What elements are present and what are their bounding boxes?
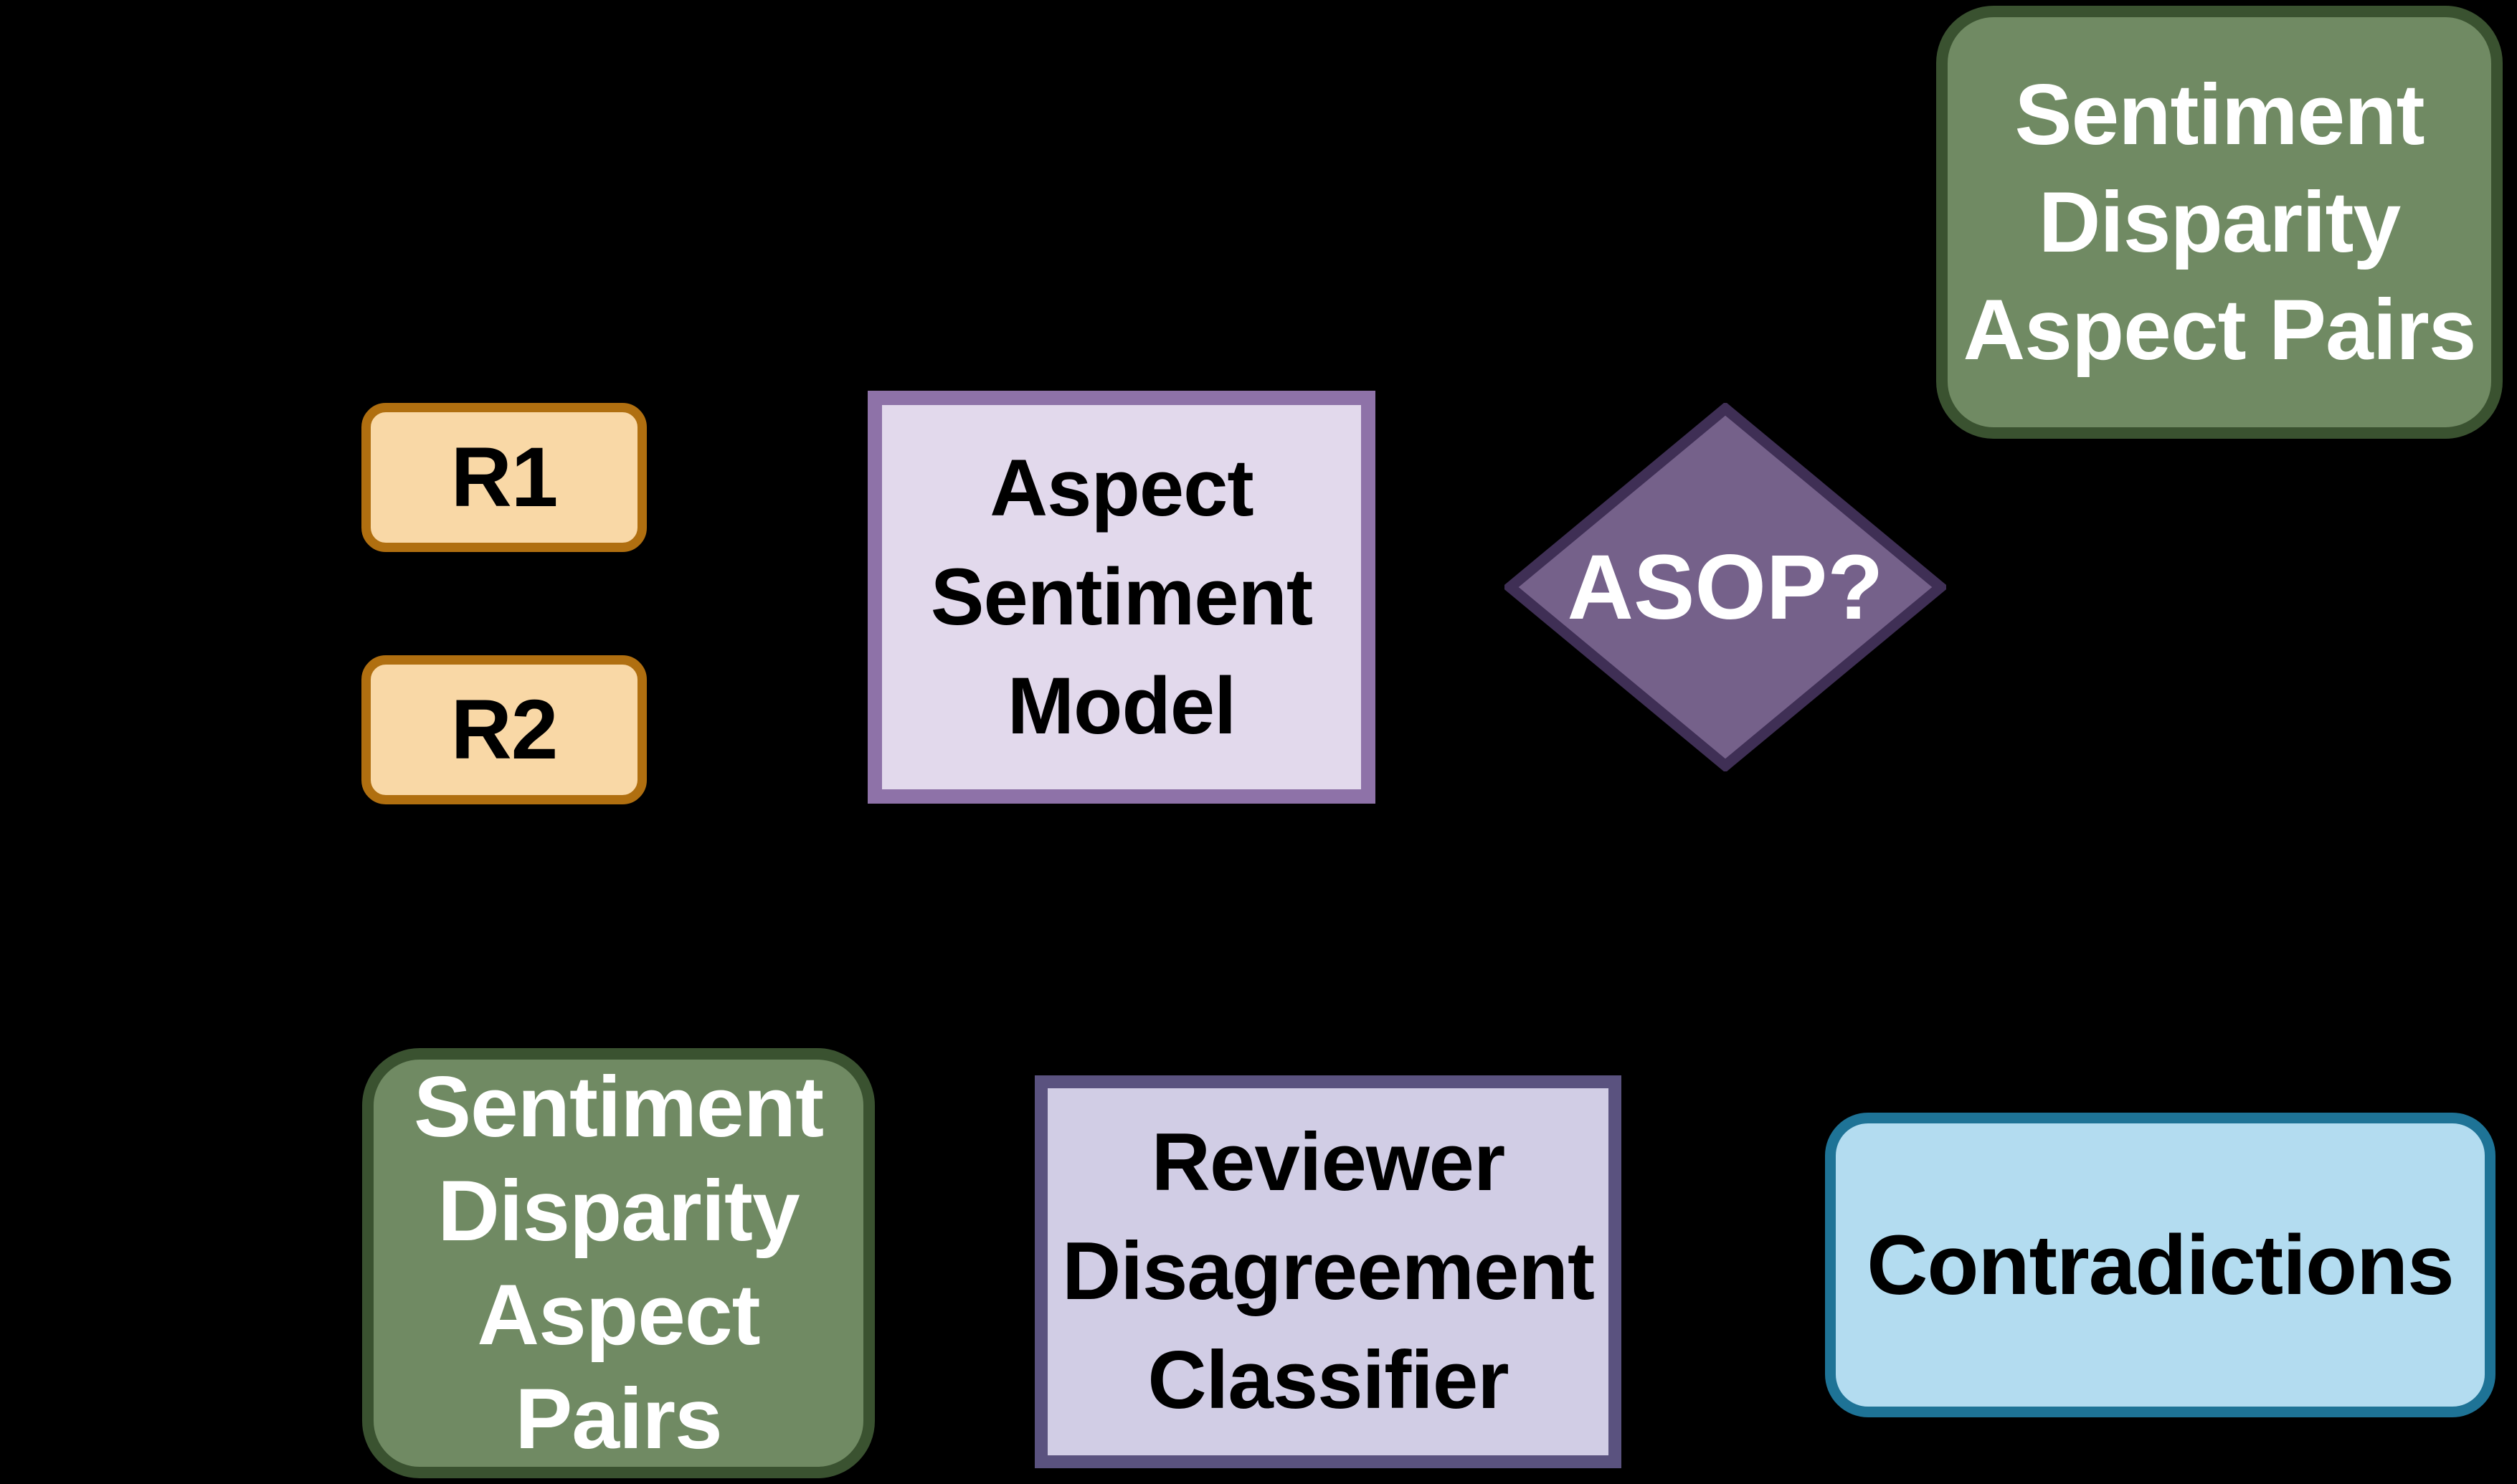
node-r1: R1: [361, 403, 647, 552]
node-r1-label: R1: [450, 430, 559, 525]
node-sentiment-disparity-aspect-pairs-bottom: Sentiment Disparity Aspect Pairs: [362, 1048, 875, 1478]
node-sentiment-disparity-aspect-pairs-bottom-label: Sentiment Disparity Aspect Pairs: [413, 1059, 824, 1467]
diamond-shape-icon: [1504, 403, 1946, 771]
node-reviewer-disagreement-classifier: Reviewer Disagreement Classifier: [1035, 1075, 1621, 1468]
node-r2-label: R2: [450, 682, 559, 777]
node-contradictions: Contradictions: [1825, 1113, 2495, 1417]
node-aspect-sentiment-model: Aspect Sentiment Model: [868, 391, 1375, 804]
node-aspect-sentiment-model-label: Aspect Sentiment Model: [930, 443, 1313, 751]
node-asop-decision-label: ASOP?: [1567, 536, 1884, 639]
node-contradictions-label: Contradictions: [1867, 1217, 2455, 1313]
node-r2: R2: [361, 655, 647, 804]
node-asop-decision-diamond: ASOP?: [1504, 403, 1946, 771]
node-sentiment-disparity-aspect-pairs-top-label: Sentiment Disparity Aspect Pairs: [1963, 67, 2476, 378]
node-sentiment-disparity-aspect-pairs-top: Sentiment Disparity Aspect Pairs: [1936, 6, 2503, 439]
node-reviewer-disagreement-classifier-label: Reviewer Disagreement Classifier: [1062, 1117, 1595, 1426]
